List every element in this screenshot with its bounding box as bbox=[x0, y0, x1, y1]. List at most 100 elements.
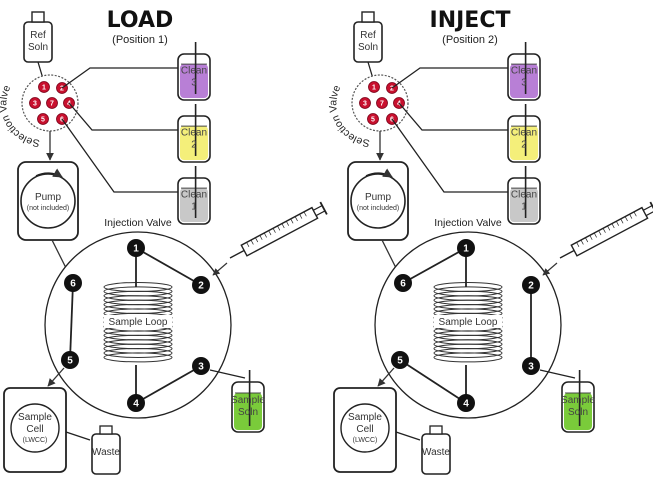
sample-loop-label: Sample Loop bbox=[109, 317, 168, 328]
sample-loop-coil bbox=[433, 348, 503, 358]
clean-vial-1-liquid bbox=[510, 188, 538, 222]
injection-port-6: 6 bbox=[394, 274, 412, 292]
pump-label: Pump bbox=[35, 192, 62, 203]
injection-port-5: 5 bbox=[61, 351, 79, 369]
syringe-tick bbox=[598, 230, 602, 236]
clean-vial-1-label-0: Clean bbox=[511, 189, 537, 200]
injection-port-num: 5 bbox=[67, 356, 73, 367]
sample-soln-vial-liquid bbox=[564, 393, 592, 430]
injection-port-4: 4 bbox=[127, 394, 145, 412]
syringe-tick bbox=[303, 211, 307, 217]
selection-port-num: 3 bbox=[33, 101, 37, 108]
clean-vial-2-label-0: Clean bbox=[181, 127, 207, 138]
sample-loop-label-bg bbox=[104, 315, 172, 328]
syringe-thumb bbox=[319, 201, 328, 215]
syringe-barrel bbox=[240, 206, 319, 257]
clean-vial-1-label-1: 1 bbox=[521, 201, 527, 212]
injection-port-num: 3 bbox=[198, 362, 204, 373]
injection-port-1: 1 bbox=[457, 239, 475, 257]
syringe-tick bbox=[259, 235, 263, 240]
syringe-tick bbox=[268, 230, 272, 236]
pump-note: (not included) bbox=[357, 205, 399, 212]
selection-port-num: 7 bbox=[380, 101, 384, 108]
injection-port-dot bbox=[192, 276, 210, 294]
injection-port-dot bbox=[457, 394, 475, 412]
conn-1-2 bbox=[135, 247, 202, 286]
syringe-tick bbox=[602, 228, 606, 233]
selection-port-num: 2 bbox=[390, 86, 394, 93]
line-port3-sample-soln bbox=[539, 369, 576, 379]
conn-6-1 bbox=[402, 247, 467, 284]
selection-port-num: 2 bbox=[60, 86, 64, 93]
sample-cell-label-0: Sample bbox=[348, 412, 382, 423]
sample-loop-coil bbox=[433, 352, 503, 363]
sample-loop: Sample Loop bbox=[433, 282, 503, 363]
clean-vial-3-label-0: Clean bbox=[181, 65, 207, 76]
selection-port-3: 3 bbox=[359, 97, 371, 109]
ref-soln-label-0: Ref bbox=[360, 30, 376, 41]
clean-vial-2-label-0: Clean bbox=[511, 127, 537, 138]
syringe-tick bbox=[281, 223, 285, 229]
line-syringe-port2 bbox=[542, 262, 558, 276]
selection-port-1: 1 bbox=[38, 81, 50, 93]
syringe-tick bbox=[286, 221, 289, 226]
injection-port-4: 4 bbox=[457, 394, 475, 412]
sample-soln-vial-label-0: Sample bbox=[561, 395, 595, 406]
selection-port-num: 1 bbox=[42, 85, 46, 92]
panel-subtitle: (Position 2) bbox=[442, 34, 498, 46]
clean-vial-3-label-0: Clean bbox=[511, 65, 537, 76]
clean-vial-3-label-1: 3 bbox=[521, 77, 527, 88]
injection-port-dot bbox=[522, 276, 540, 294]
pump: Pump(not included) bbox=[347, 161, 409, 241]
syringe-tick bbox=[250, 239, 254, 245]
waste-cap bbox=[429, 425, 443, 435]
syringe-tick bbox=[589, 235, 593, 240]
waste-container: Waste bbox=[91, 425, 121, 475]
selection-port-3: 3 bbox=[29, 97, 41, 109]
sample-cell-label-1: Cell bbox=[26, 424, 43, 435]
conn-3-4 bbox=[135, 365, 202, 404]
injection-port-dot bbox=[457, 239, 475, 257]
injection-port-num: 4 bbox=[133, 399, 139, 410]
sample-cell-lens bbox=[340, 403, 390, 453]
syringe-tick bbox=[616, 221, 619, 226]
selection-port-7: 7 bbox=[376, 97, 388, 109]
sample-cell-lens bbox=[10, 403, 60, 453]
injection-port-dot bbox=[61, 351, 79, 369]
line-to-clean-3 bbox=[391, 67, 508, 89]
injection-port-dot bbox=[391, 351, 409, 369]
pump: Pump(not included) bbox=[17, 161, 79, 241]
sample-cell-label-2: (LWCC) bbox=[23, 437, 48, 444]
ref-soln-label-1: Soln bbox=[358, 42, 378, 53]
syringe bbox=[559, 201, 653, 259]
clean-vial-2-label-1: 2 bbox=[191, 139, 197, 150]
syringe-needle bbox=[559, 249, 575, 259]
injection-port-dot bbox=[127, 239, 145, 257]
syringe-tick bbox=[294, 216, 298, 222]
sample-cell-label-0: Sample bbox=[18, 412, 52, 423]
selection-port-dot bbox=[37, 113, 49, 125]
injection-port-dot bbox=[192, 357, 210, 375]
syringe-thumb bbox=[649, 201, 653, 215]
ref-soln-label-0: Ref bbox=[30, 30, 46, 41]
selection-port-dot bbox=[367, 113, 379, 125]
injection-port-dot bbox=[394, 274, 412, 292]
sample-soln-vial-label-1: Soln bbox=[238, 407, 258, 418]
line-cell-to-waste bbox=[65, 431, 91, 441]
syringe-tick bbox=[633, 211, 637, 217]
clean-vial-1-label-0: Clean bbox=[181, 189, 207, 200]
sample-loop-label: Sample Loop bbox=[439, 317, 498, 328]
conn-5-6 bbox=[69, 282, 74, 361]
syringe-plunger bbox=[642, 204, 653, 217]
pump-rotation-arrow bbox=[365, 168, 393, 178]
ref-soln-label-1: Soln bbox=[28, 42, 48, 53]
